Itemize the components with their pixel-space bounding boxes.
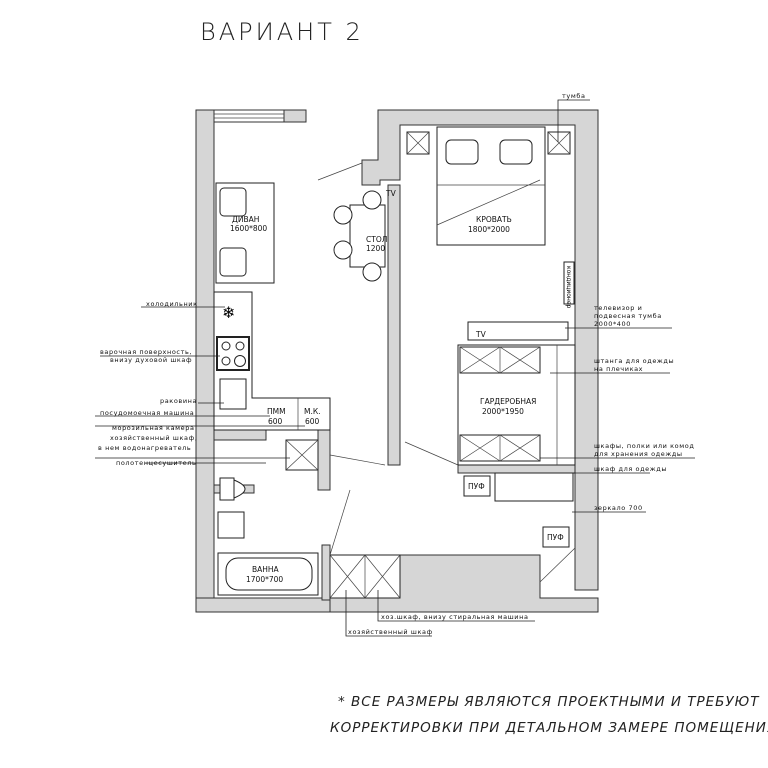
left-annotations: холодильник варочная поверхность, внизу … — [95, 300, 305, 467]
annotation-label: на плечиках — [594, 365, 643, 373]
annotation-label: посудомоечная машина — [100, 409, 194, 417]
right-annotations: тумба телевизор и подвесная тумба 2000*4… — [540, 92, 695, 513]
annotation-label: хозяйственный шкаф — [348, 628, 433, 636]
bathroom: ВАННА 1700*700 — [217, 439, 401, 599]
annotation-label: TV — [475, 330, 487, 339]
annotation-label: М.К. — [304, 407, 321, 416]
annotation-label: 1700*700 — [246, 575, 283, 584]
annotation-label: внизу духовой шкаф — [110, 356, 192, 364]
annotation-label: ВАННА — [252, 565, 280, 574]
nightstands — [406, 131, 571, 155]
bed: КРОВАТЬ 1800*2000 — [436, 126, 546, 246]
annotation-label: полотенцесушитель — [116, 459, 196, 467]
kitchen: ❄ ПММ 600 М.К. 600 — [213, 291, 331, 431]
sofa: ДИВАН 1600*800 — [215, 182, 275, 284]
annotation-label: 1200 — [366, 244, 385, 253]
plan-title: ВАРИАНТ 2 — [200, 18, 364, 46]
bottom-annotations: хоз.шкаф, внизу стиральная машина хозяйс… — [345, 590, 535, 637]
annotation-label: шкаф для одежды — [594, 465, 667, 473]
annotation-label: варочная поверхность, — [100, 348, 192, 356]
annotation-label: холодильник — [146, 300, 198, 308]
annotation-label: морозильная камера — [112, 424, 195, 432]
annotation-label: тумба — [562, 92, 586, 100]
annotation-label: для хранения одежды — [594, 450, 683, 458]
dining-table: СТОЛ 1200 TV — [333, 189, 397, 282]
fridge-icon: ❄ — [222, 303, 235, 322]
annotation-label: TV — [385, 189, 397, 198]
wardrobe: TV ГАРДЕРОБНАЯ 2000*1950 ПУФ ПУФ — [457, 321, 576, 548]
door-swings — [317, 162, 576, 583]
annotation-label: телевизор и — [594, 304, 642, 312]
annotation-label: хозяйственный шкаф, — [110, 434, 197, 442]
annotation-label: 600 — [305, 417, 320, 426]
annotation-label: шкафы, полки или комод — [594, 442, 694, 450]
annotation-label: 1800*2000 — [468, 225, 510, 234]
annotation-label: 2000*400 — [594, 320, 631, 328]
annotation-label: 600 — [268, 417, 283, 426]
annotation-label: СТОЛ — [366, 235, 387, 244]
note-line-2: КОРРЕКТИРОВКИ ПРИ ДЕТАЛЬНОМ ЗАМЕРЕ ПОМЕЩ… — [330, 720, 768, 736]
note-line-1: * ВСЕ РАЗМЕРЫ ЯВЛЯЮТСЯ ПРОЕКТНЫМИ И ТРЕБ… — [338, 694, 760, 710]
annotation-label: в нем водонагреватель — [98, 444, 191, 452]
annotation-label: ПУФ — [468, 482, 485, 491]
annotation-label: подвесная тумба — [594, 312, 662, 320]
annotation-label: 2000*1950 — [482, 407, 524, 416]
annotation-label: кондиционер — [565, 266, 572, 309]
annotation-label: хоз.шкаф, внизу стиральная машина — [381, 613, 529, 621]
annotation-label: штанга для одежды — [594, 357, 674, 365]
annotation-label: зеркало 700 — [594, 504, 643, 512]
annotation-label: раковина — [160, 397, 197, 405]
annotation-label: ГАРДЕРОБНАЯ — [480, 397, 536, 406]
annotation-label: ПУФ — [547, 533, 564, 542]
annotation-label: КРОВАТЬ — [476, 215, 512, 224]
annotation-label: 1600*800 — [230, 224, 267, 233]
air-conditioner: кондиционер — [563, 261, 575, 309]
annotation-label: ПММ — [267, 407, 286, 416]
walls — [195, 109, 599, 613]
annotation-label: ДИВАН — [232, 215, 259, 224]
